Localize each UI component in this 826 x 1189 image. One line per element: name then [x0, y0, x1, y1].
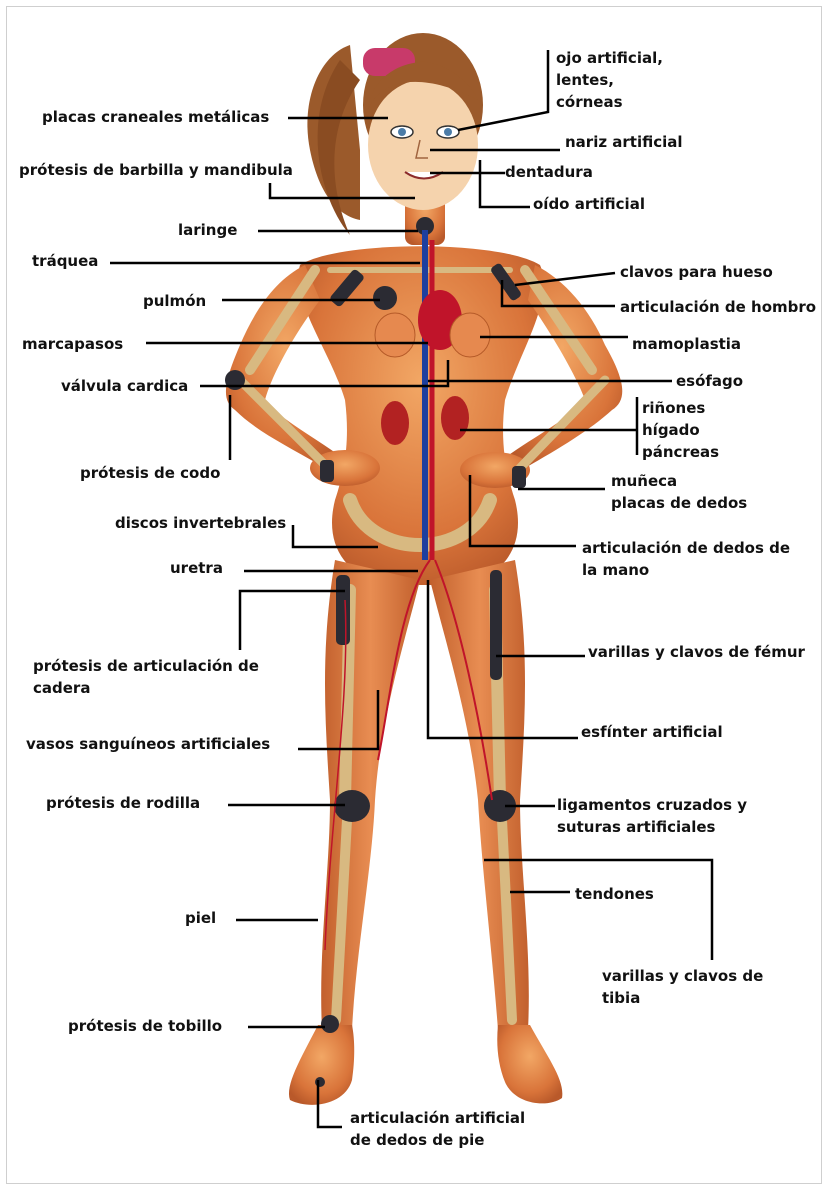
label-eye: ojo artificial, lentes, córneas — [556, 47, 663, 113]
label-eye-line-3: córneas — [556, 91, 663, 113]
label-bone-nails: clavos para hueso — [620, 261, 773, 283]
head — [368, 62, 478, 210]
label-cranial-plates: placas craneales metálicas — [42, 106, 269, 128]
label-organs: riñones hígado páncreas — [642, 397, 719, 463]
label-hip: prótesis de articulación de cadera — [33, 655, 259, 699]
label-tendons: tendones — [575, 883, 654, 905]
label-toe-joint-line-2: de dedos de pie — [350, 1129, 525, 1151]
label-hip-line-1: prótesis de articulación de — [33, 655, 259, 677]
label-tibia-line-2: tibia — [602, 987, 763, 1009]
label-trachea: tráquea — [32, 250, 98, 272]
breast-left — [375, 313, 415, 357]
label-femur: varillas y clavos de fémur — [588, 641, 805, 663]
label-tibia: varillas y clavos de tibia — [602, 965, 763, 1009]
label-finger-joints: articulación de dedos de la mano — [582, 537, 790, 581]
label-wrist-line-1: muñeca — [611, 470, 747, 492]
label-esophagus: esófago — [676, 370, 743, 392]
label-organs-pancreas: páncreas — [642, 441, 719, 463]
label-ligaments-line-2: suturas artificiales — [557, 816, 747, 838]
label-organs-liver: hígado — [642, 419, 719, 441]
label-organs-kidneys: riñones — [642, 397, 719, 419]
label-ankle: prótesis de tobillo — [68, 1015, 222, 1037]
label-lung: pulmón — [143, 290, 206, 312]
label-ear: oído artificial — [533, 193, 645, 215]
label-breast: mamoplastia — [632, 333, 741, 355]
label-heart-valve: válvula cardica — [61, 375, 188, 397]
label-ligaments: ligamentos cruzados y suturas artificial… — [557, 794, 747, 838]
label-toe-joint: articulación artificial de dedos de pie — [350, 1107, 525, 1151]
label-finger-joints-line-1: articulación de dedos de — [582, 537, 790, 559]
label-dentures: dentadura — [505, 161, 593, 183]
label-tibia-line-1: varillas y clavos de — [602, 965, 763, 987]
label-wrist: muñeca placas de dedos — [611, 470, 747, 514]
label-urethra: uretra — [170, 557, 223, 579]
label-toe-joint-line-1: articulación artificial — [350, 1107, 525, 1129]
label-larynx: laringe — [178, 219, 237, 241]
label-finger-joints-line-2: la mano — [582, 559, 790, 581]
label-nose: nariz artificial — [565, 131, 683, 153]
label-knee: prótesis de rodilla — [46, 792, 200, 814]
label-pacemaker: marcapasos — [22, 333, 123, 355]
breast-right — [450, 313, 490, 357]
kidney-left — [381, 401, 409, 445]
label-elbow: prótesis de codo — [80, 462, 220, 484]
label-ligaments-line-1: ligamentos cruzados y — [557, 794, 747, 816]
label-spinal-discs: discos invertebrales — [115, 512, 286, 534]
label-vessels: vasos sanguíneos artificiales — [26, 733, 270, 755]
label-wrist-line-2: placas de dedos — [611, 492, 747, 514]
label-eye-line-1: ojo artificial, — [556, 47, 663, 69]
label-sphincter: esfínter artificial — [581, 721, 723, 743]
label-chin-jaw: prótesis de barbilla y mandibula — [19, 159, 293, 181]
kidney-right — [441, 396, 469, 440]
label-eye-line-2: lentes, — [556, 69, 663, 91]
label-skin: piel — [185, 907, 216, 929]
label-hip-line-2: cadera — [33, 677, 259, 699]
label-shoulder: articulación de hombro — [620, 296, 816, 318]
